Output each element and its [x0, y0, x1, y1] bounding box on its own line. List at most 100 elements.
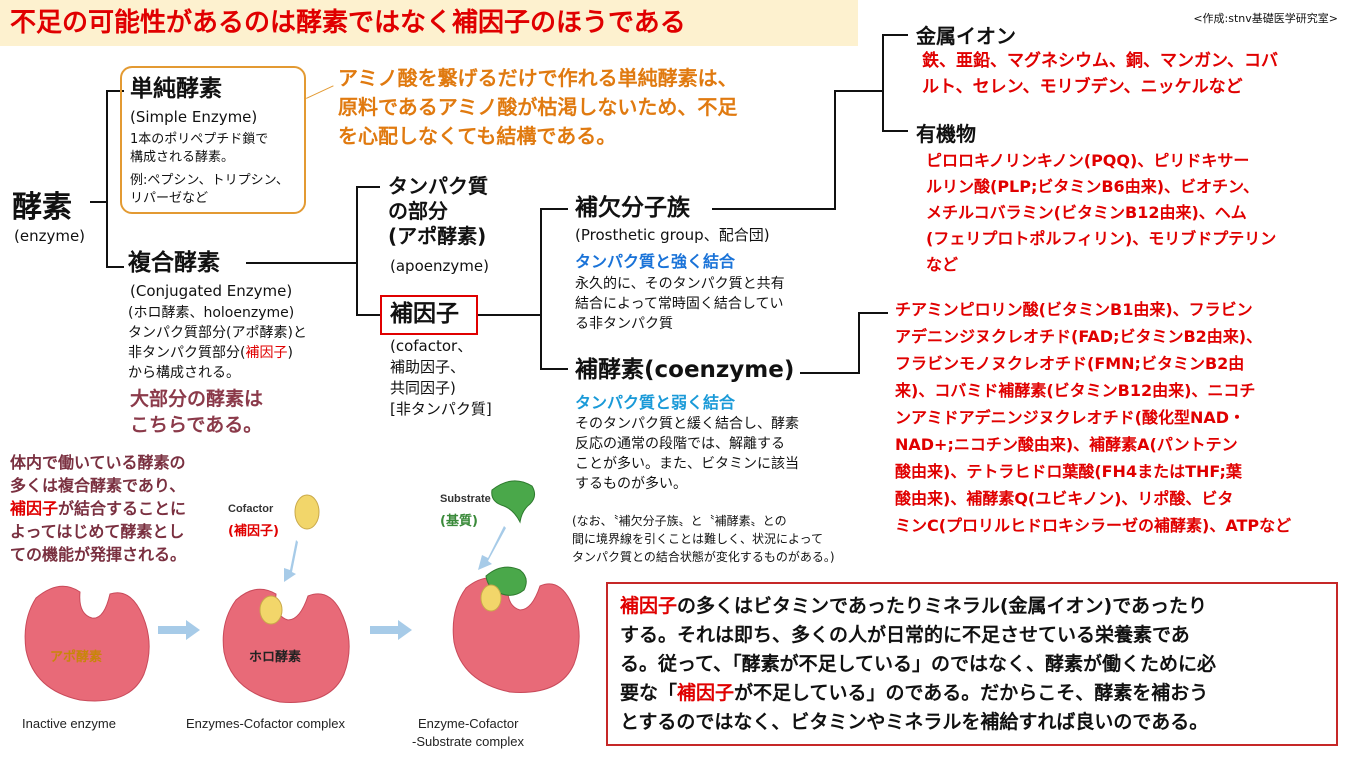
apo-line: (アポ酵素)	[388, 224, 487, 248]
text: 要な「	[620, 682, 678, 704]
connector	[540, 208, 568, 210]
note-line: 多くは複合酵素であり、	[10, 476, 186, 495]
cofactor-line: 補助因子、	[390, 358, 466, 376]
list-line: フラビンモノヌクレオチド(FMN;ビタミンB2由	[895, 354, 1245, 373]
bound-cofactor-shape	[480, 584, 502, 612]
note-line: ての機能が発揮される。	[10, 545, 187, 564]
text: )	[287, 345, 293, 361]
note-line: 大部分の酵素は	[130, 388, 264, 410]
cofactor-highlight: 補因子	[620, 595, 678, 617]
organic-label: 有機物	[916, 122, 976, 146]
list-line: メチルコバラミン(ビタミンB12由来)、ヘム	[926, 203, 1247, 222]
note-line: よってはじめて酵素とし	[10, 522, 185, 541]
apoenzyme-en: (apoenzyme)	[390, 257, 489, 275]
coenzyme-example-list: チアミンピロリン酸(ビタミンB1由来)、フラビン アデニンジヌクレオチド(FAD…	[895, 296, 1291, 539]
apoenzyme-label: タンパク質 の部分 (アポ酵素)	[388, 174, 488, 249]
note-line: 体内で働いている酵素の	[10, 453, 186, 472]
list-line: (フェリプロトポルフィリン)、モリブドプテリン	[926, 229, 1277, 248]
desc-line: 反応の通常の段階では、解離する	[575, 436, 785, 452]
simple-example: 例:ペプシン、トリプシン、	[130, 173, 289, 188]
holoenzyme-shape-label: ホロ酵素	[249, 650, 302, 665]
desc-line: 結合によって常時固く結合してい	[575, 296, 784, 312]
note-line: 原料であるアミノ酸が枯渇しないため、不足	[338, 95, 738, 119]
connector	[540, 368, 568, 370]
caption-cofactor-complex: Enzymes-Cofactor complex	[186, 716, 345, 731]
list-line: 酸由来)、テトラヒドロ葉酸(FH4またはTHF;葉	[895, 462, 1242, 481]
cofactor-jp-label: (補因子)	[228, 524, 279, 539]
text: が不足している」のである。だからこそ、酵素を補おう	[734, 682, 1209, 704]
simple-enzyme-box	[120, 66, 306, 214]
cofactor-label: 補因子	[390, 301, 459, 327]
text: 非タンパク質部分(	[128, 345, 246, 361]
cofactor-line: (cofactor、	[390, 337, 473, 355]
callout-line	[306, 85, 334, 99]
simple-enzyme-label: 単純酵素	[130, 76, 222, 102]
cofactor-line: [非タンパク質]	[390, 400, 492, 418]
enzyme-label: 酵素	[12, 190, 72, 225]
conclusion-line: る。従って、「酵素が不足している」のではなく、酵素が働くために必	[620, 653, 1217, 675]
list-line: アデニンジヌクレオチド(FAD;ビタミンB2由来)、	[895, 327, 1263, 346]
note-line: こちらである。	[130, 414, 263, 436]
connector	[712, 208, 836, 210]
note-line: 補因子が結合することに	[10, 497, 186, 520]
list-line: 酸由来)、補酵素Q(ユビキノン)、リポ酸、ビタ	[895, 489, 1234, 508]
metal-ion-label: 金属イオン	[916, 24, 1016, 48]
strong-binding: タンパク質と強く結合	[575, 252, 736, 271]
connector	[800, 372, 860, 374]
cofactor-shape	[294, 494, 320, 530]
majority-note: 大部分の酵素は こちらである。	[130, 386, 263, 438]
list-line: 来)、コバミド補酵素(ビタミンB12由来)、ニコチ	[895, 381, 1256, 400]
cofactor-en-label: Cofactor	[228, 503, 274, 515]
list-line: ピロロキノリンキノン(PQQ)、ピリドキサー	[926, 151, 1250, 170]
credit-label: <作成:stnv基礎医学研究室>	[1193, 12, 1338, 25]
enzyme-substrate-shape	[452, 577, 580, 693]
connector	[90, 201, 108, 203]
body-note: 体内で働いている酵素の 多くは複合酵素であり、 補因子が結合することに よっては…	[10, 451, 186, 566]
conjugated-desc: から構成される。	[128, 365, 240, 381]
conjugated-enzyme-en: (Conjugated Enzyme)	[130, 282, 293, 300]
connector	[834, 90, 836, 210]
list-line: ルト、セレン、モリブデン、ニッケルなど	[922, 77, 1243, 97]
arrow-down-icon	[478, 526, 506, 570]
connector	[834, 90, 884, 92]
text: の多くはビタミンであったりミネラル(金属イオン)であったり	[677, 595, 1208, 617]
cofactor-highlight: 補因子	[677, 682, 735, 704]
conclusion-line: する。それは即ち、多くの人が日常的に不足させている栄養素であ	[620, 624, 1190, 646]
desc-line: するものが多い。	[575, 476, 687, 492]
text: が結合することに	[58, 499, 187, 518]
boundary-aside: (なお、〝補欠分子族〟と〝補酵素〟との 間に境界線を引くことは難しく、状況によっ…	[572, 512, 835, 566]
simple-example: リパーゼなど	[130, 191, 209, 206]
page-title: 不足の可能性があるのは酵素ではなく補因子のほうである	[0, 0, 858, 46]
connector	[106, 90, 108, 268]
organic-list: ピロロキノリンキノン(PQQ)、ピリドキサー ルリン酸(PLP;ビタミンB6由来…	[926, 148, 1276, 278]
caption-inactive: Inactive enzyme	[22, 716, 116, 731]
desc-line: ことが多い。また、ビタミンに該当	[575, 456, 799, 472]
apo-line: の部分	[388, 199, 448, 223]
simple-enzyme-en: (Simple Enzyme)	[130, 108, 258, 126]
conclusion-line: 補因子の多くはビタミンであったりミネラル(金属イオン)であったり	[620, 592, 1324, 621]
list-line: NAD+;ニコチン酸由来)、補酵素A(パントテン	[895, 435, 1238, 454]
substrate-shape	[491, 480, 536, 524]
metal-ion-list: 鉄、亜鉛、マグネシウム、銅、マンガン、コバ ルト、セレン、モリブデン、ニッケルな…	[922, 48, 1278, 100]
connector	[858, 312, 888, 314]
desc-line: る非タンパク質	[575, 316, 673, 332]
note-line: アミノ酸を繋げるだけで作れる単純酵素は、	[338, 66, 738, 90]
conclusion-box: 補因子の多くはビタミンであったりミネラル(金属イオン)であったり する。それは即…	[606, 582, 1338, 746]
list-line: など	[926, 255, 959, 274]
connector	[246, 262, 358, 264]
desc-line: そのタンパク質と緩く結合し、酵素	[575, 416, 799, 432]
caption-substrate-complex: Enzyme-Cofactor	[418, 716, 519, 731]
substrate-en-label: Substrate	[440, 493, 491, 505]
connector	[106, 266, 124, 268]
note-line: を心配しなくても結構である。	[338, 124, 617, 148]
connector	[356, 186, 380, 188]
connector	[356, 314, 380, 316]
aside-line: タンパク質との結合状態が変化するものがある。)	[572, 550, 835, 564]
caption-substrate-complex: -Substrate complex	[412, 734, 524, 749]
connector	[356, 186, 358, 316]
aside-line: (なお、〝補欠分子族〟と〝補酵素〟との	[572, 514, 787, 528]
connector	[478, 314, 542, 316]
bound-cofactor-shape	[259, 595, 283, 625]
desc-line: 永久的に、そのタンパク質と共有	[575, 276, 785, 292]
conclusion-line: とするのではなく、ビタミンやミネラルを補給すれば良いのである。	[620, 711, 1209, 733]
